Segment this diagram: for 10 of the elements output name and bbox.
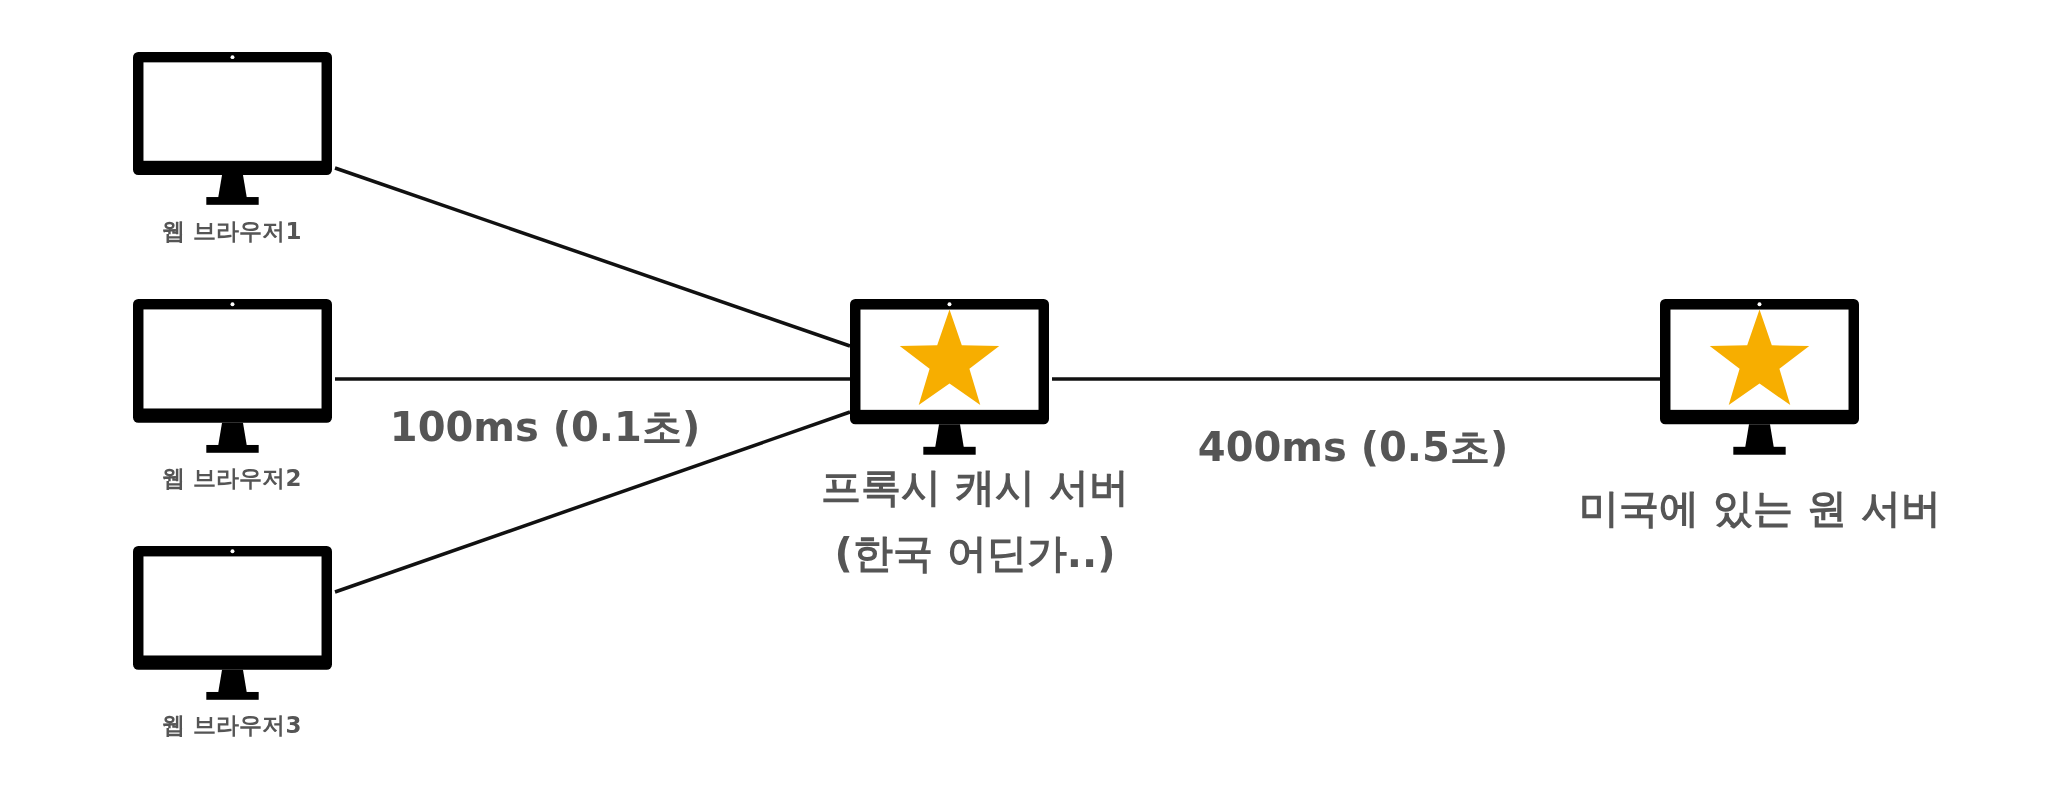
device-caption: 웹 브라우저1 bbox=[162, 217, 302, 247]
device-caption: (한국 어딘가..) bbox=[834, 529, 1116, 578]
device-caption: 웹 브라우저3 bbox=[162, 711, 302, 741]
device-caption: 미국에 있는 원 서버 bbox=[1579, 484, 1941, 533]
device-caption: 웹 브라우저2 bbox=[162, 464, 302, 494]
connector-line bbox=[335, 377, 850, 381]
device-caption: 프록시 캐시 서버 bbox=[821, 463, 1129, 512]
connector-line bbox=[334, 410, 851, 594]
connector-line bbox=[334, 166, 851, 348]
connector-line bbox=[1052, 377, 1660, 381]
